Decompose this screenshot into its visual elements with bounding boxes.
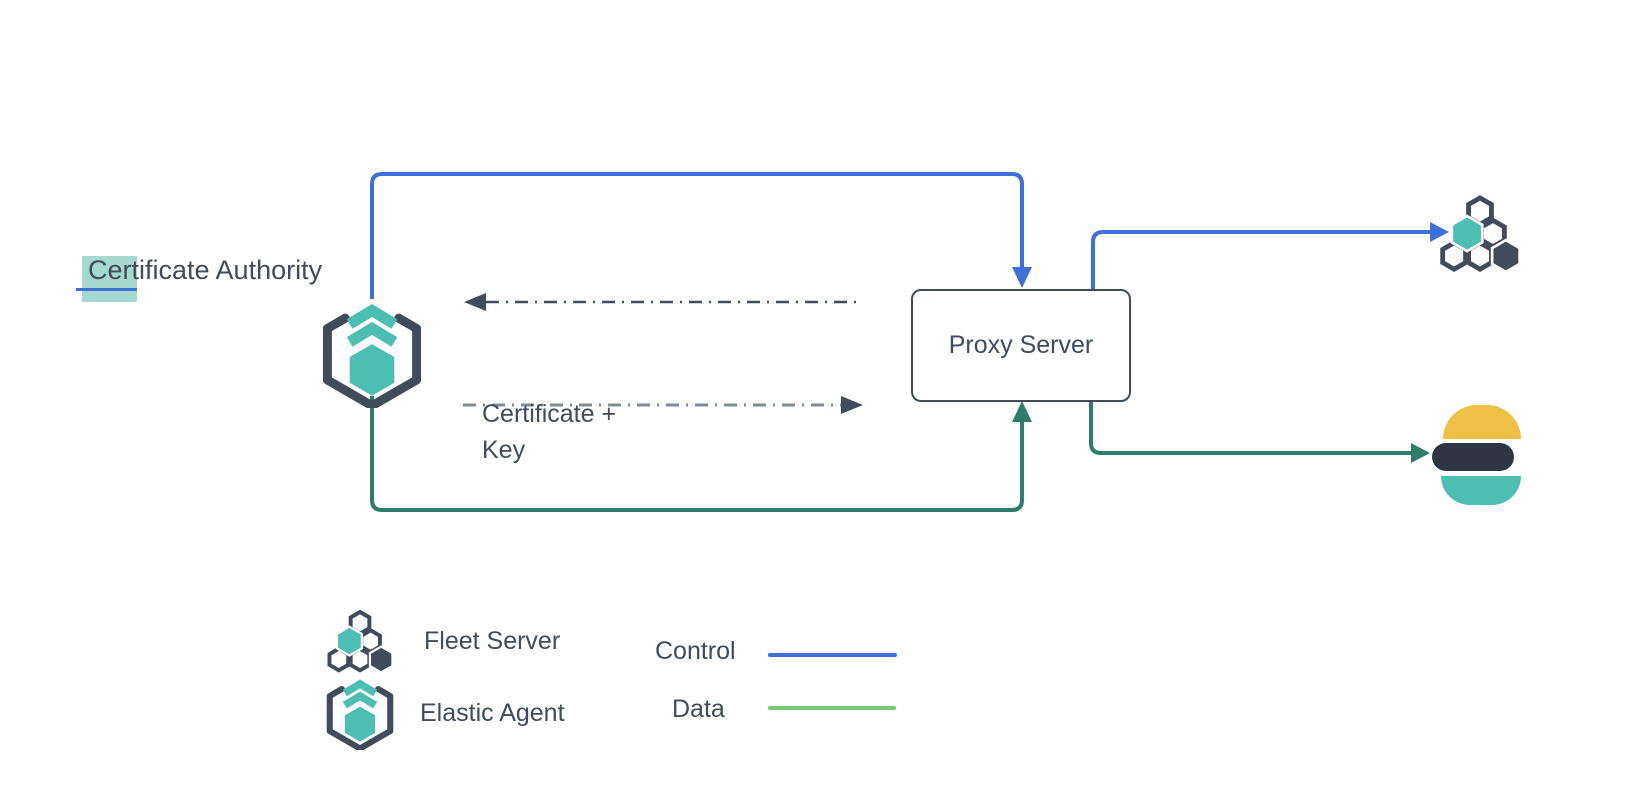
legend-fleet-teal-hexagon — [335, 625, 363, 657]
control-line-agent-to-proxy — [370, 172, 1024, 299]
legend-fleet-dark-hexagon — [368, 645, 394, 674]
data-arrowhead-up-icon — [1012, 401, 1032, 422]
legend-control-label: Control — [655, 637, 736, 665]
legend-agent-chevron-bottom — [342, 691, 378, 709]
legend-agent-hexagon-outline — [326, 686, 394, 750]
agent-center-hexagon — [349, 344, 395, 396]
legend-fleet-server-icon — [327, 609, 394, 674]
legend-control-line — [768, 653, 897, 657]
elasticsearch-top-shape — [1443, 405, 1521, 439]
control-line-proxy-to-fleet — [1091, 230, 1431, 289]
legend-agent-chevron-top — [342, 679, 378, 697]
agent-hexagon-outline — [322, 313, 422, 408]
text-cursor-underline — [76, 288, 137, 291]
fleet-teal-hexagon — [1450, 214, 1484, 253]
text-selection-highlight — [82, 256, 137, 302]
agent-chevron-bottom — [346, 321, 398, 347]
agent-chevron-top — [346, 304, 398, 329]
cert-arrowhead-left-icon — [464, 293, 486, 311]
fleet-server-icon — [1440, 195, 1521, 274]
elastic-agent-icon — [322, 304, 422, 408]
proxy-server-node: Proxy Server — [911, 289, 1131, 402]
legend-elastic-agent-label: Elastic Agent — [420, 699, 565, 727]
elasticsearch-icon — [1431, 403, 1523, 505]
certificate-key-label: Certificate + Key — [482, 400, 617, 464]
legend-data-label: Data — [672, 695, 725, 723]
elasticsearch-middle-shape — [1432, 443, 1514, 471]
elasticsearch-bottom-shape — [1441, 476, 1521, 505]
certificate-authority-label: Certificate Authority — [88, 255, 323, 285]
fleet-dark-hexagon — [1490, 238, 1521, 274]
legend-agent-center-hexagon — [344, 706, 376, 742]
data-line-agent-to-proxy — [370, 396, 1024, 512]
proxy-server-label: Proxy Server — [948, 331, 1094, 359]
legend-elastic-agent-icon — [326, 679, 394, 750]
data-arrowhead-right-icon — [1411, 443, 1430, 463]
legend-data-line — [768, 706, 896, 710]
control-arrowhead-down-icon — [1012, 267, 1032, 288]
cert-arrowhead-right-icon — [841, 396, 863, 414]
legend-fleet-server-label: Fleet Server — [424, 627, 561, 655]
data-line-proxy-to-elasticsearch — [1089, 402, 1412, 455]
